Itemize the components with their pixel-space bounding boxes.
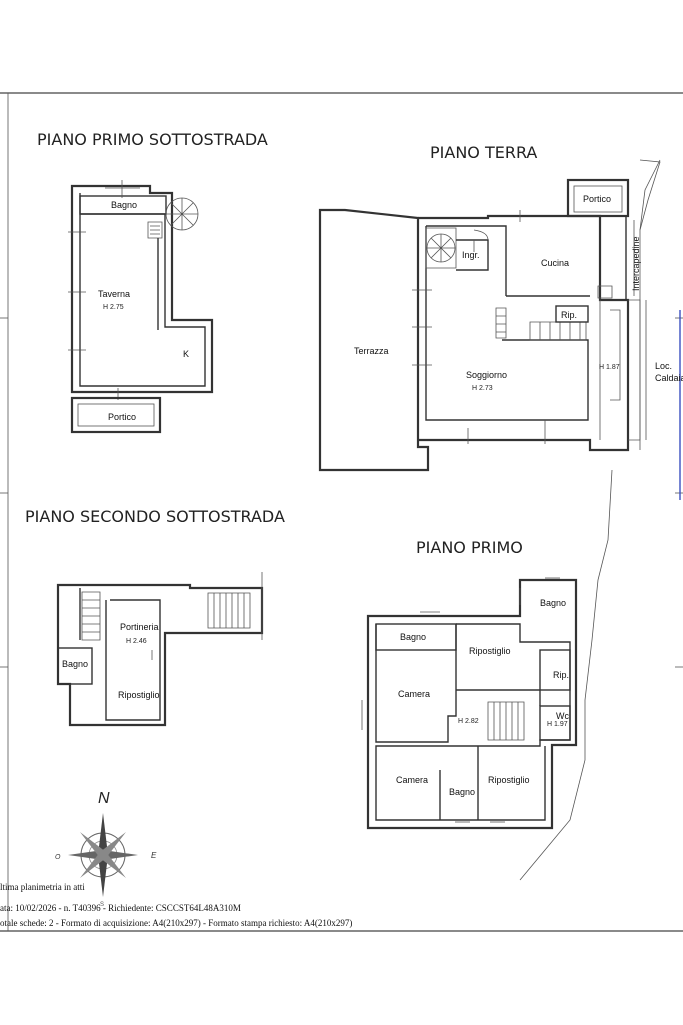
room-height-282: H 2.82 bbox=[458, 718, 479, 725]
room-bagno-mid bbox=[375, 623, 457, 651]
room-label-cucina: Cucina bbox=[541, 258, 569, 268]
room-portico bbox=[70, 396, 162, 434]
room-label-ripostiglio-2: Ripostiglio bbox=[488, 775, 530, 785]
room-label-ingr: Ingr. bbox=[462, 250, 480, 260]
room-bagno bbox=[57, 647, 93, 685]
floor-title: PIANO TERRA bbox=[430, 143, 537, 162]
footer-line-3: otale schede: 2 - Formato di acquisizion… bbox=[0, 918, 352, 928]
room-label-bagno-bottom: Bagno bbox=[449, 787, 475, 797]
room-label-bagno: Bagno bbox=[111, 200, 137, 210]
room-label-wc: Wc bbox=[556, 711, 569, 721]
footer-line-1: ltima planimetria in atti bbox=[0, 882, 85, 892]
room-height-portineria: H 2.46 bbox=[126, 638, 147, 645]
floor-title: PIANO SECONDO SOTTOSTRADA bbox=[25, 507, 285, 526]
room-label-soggiorno: Soggiorno bbox=[466, 370, 507, 380]
floor-secondo-sottostrada: PIANO SECONDO SOTTOSTRADA Portineria H 2… bbox=[25, 507, 285, 727]
room-label-taverna: Taverna bbox=[98, 289, 130, 299]
room-height-wc: H 1.97 bbox=[547, 721, 568, 728]
floor-primo: PIANO PRIMO Bagno Bagno Ripostiglio Rip.… bbox=[361, 538, 578, 830]
room-label-camera-1: Camera bbox=[398, 689, 430, 699]
floor-terra: PIANO TERRA Portico Ingr. Cucina Interca… bbox=[318, 143, 683, 472]
floor-primo-sottostrada: PIANO PRIMO SOTTOSTRADA Bagno Taverna H … bbox=[37, 130, 268, 434]
compass-rose-icon: N E O S bbox=[55, 790, 157, 908]
room-label-loc: Loc. bbox=[655, 361, 672, 371]
room-label-terrazza: Terrazza bbox=[354, 346, 389, 356]
footer-line-2: ata: 10/02/2026 - n. T40396 - Richiedent… bbox=[0, 903, 241, 913]
room-rip bbox=[555, 305, 589, 323]
room-portico bbox=[566, 178, 630, 218]
room-label-bagno: Bagno bbox=[62, 659, 88, 669]
sheet-frame bbox=[0, 92, 683, 932]
room-terrazza bbox=[318, 208, 430, 472]
compass-south: S bbox=[100, 902, 104, 908]
room-height-187: H 1.87 bbox=[599, 364, 620, 371]
room-wc bbox=[539, 705, 571, 741]
room-height-soggiorno: H 2.73 bbox=[472, 385, 493, 392]
footer: ltima planimetria in atti ata: 10/02/202… bbox=[0, 882, 352, 928]
room-label-camera-2: Camera bbox=[396, 775, 428, 785]
compass-west: O bbox=[55, 854, 61, 861]
room-height-taverna: H 2.75 bbox=[103, 304, 124, 311]
compass-east: E bbox=[151, 851, 157, 860]
room-label-caldaia: Caldaia bbox=[655, 373, 683, 383]
room-label-intercapedine: Intercapedine bbox=[631, 236, 641, 291]
floor-title: PIANO PRIMO bbox=[416, 538, 523, 557]
room-label-rip: Rip. bbox=[553, 670, 569, 680]
room-bagno bbox=[79, 195, 167, 215]
room-label-k: K bbox=[183, 349, 189, 359]
room-label-portico: Portico bbox=[108, 412, 136, 422]
compass-north: N bbox=[98, 790, 110, 807]
room-label-rip: Rip. bbox=[561, 310, 577, 320]
floor-title: PIANO PRIMO SOTTOSTRADA bbox=[37, 130, 268, 149]
room-label-portico: Portico bbox=[583, 194, 611, 204]
room-label-ripostiglio: Ripostiglio bbox=[469, 646, 511, 656]
room-rip bbox=[539, 649, 571, 691]
room-label-portineria: Portineria bbox=[120, 622, 159, 632]
room-label-bagno-mid: Bagno bbox=[400, 632, 426, 642]
terrain-line bbox=[519, 159, 661, 881]
room-label-ripostiglio: Ripostiglio bbox=[118, 690, 160, 700]
room-label-bagno-top: Bagno bbox=[540, 598, 566, 608]
